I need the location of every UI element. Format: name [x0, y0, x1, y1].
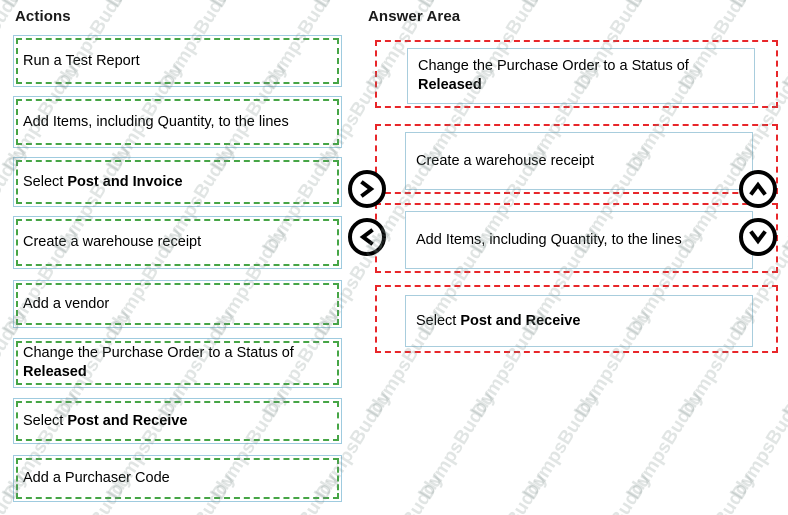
action-tile-select-post-and-invoice[interactable]: Select Post and Invoice	[13, 157, 342, 207]
answer-slot-label: Select Post and Receive	[416, 312, 581, 329]
action-tile-change-po-status-released[interactable]: Change the Purchase Order to a Status of…	[13, 338, 342, 388]
action-tile-label: Select Post and Receive	[23, 412, 188, 429]
answer-slot-1[interactable]: Change the Purchase Order to a Status of…	[375, 40, 778, 108]
action-tile-label: Add Items, including Quantity, to the li…	[23, 113, 289, 130]
action-tile-add-a-purchaser-code[interactable]: Add a Purchaser Code	[13, 455, 342, 502]
move-right-button[interactable]	[348, 170, 386, 208]
action-tile-select-post-and-receive[interactable]: Select Post and Receive	[13, 398, 342, 444]
answer-slot-label: Change the Purchase Order to a Status of…	[418, 58, 689, 93]
answer-area-title: Answer Area	[368, 8, 461, 25]
action-tile-label: Run a Test Report	[23, 52, 140, 69]
chevron-up-icon	[748, 179, 768, 199]
answer-slot-4-box[interactable]: Select Post and Receive	[405, 295, 753, 347]
action-tile-create-warehouse-receipt[interactable]: Create a warehouse receipt	[13, 216, 342, 269]
chevron-left-icon	[357, 227, 377, 247]
answer-slot-1-box[interactable]: Change the Purchase Order to a Status of…	[407, 48, 755, 104]
action-tile-label: Create a warehouse receipt	[23, 234, 202, 251]
answer-slot-label: Create a warehouse receipt	[416, 152, 595, 169]
answer-slot-3-box[interactable]: Add Items, including Quantity, to the li…	[405, 211, 753, 269]
answer-slot-2[interactable]: Create a warehouse receipt	[375, 124, 778, 194]
action-tile-label: Add a vendor	[23, 295, 110, 312]
chevron-down-icon	[748, 227, 768, 247]
move-up-button[interactable]	[739, 170, 777, 208]
answer-slot-3[interactable]: Add Items, including Quantity, to the li…	[375, 203, 778, 273]
answer-slot-label: Add Items, including Quantity, to the li…	[416, 231, 682, 248]
action-tile-label: Change the Purchase Order to a Status of…	[23, 345, 294, 380]
action-tile-label: Select Post and Invoice	[23, 173, 183, 190]
answer-slot-4[interactable]: Select Post and Receive	[375, 285, 778, 353]
move-left-button[interactable]	[348, 218, 386, 256]
answer-slot-2-box[interactable]: Create a warehouse receipt	[405, 132, 753, 190]
move-down-button[interactable]	[739, 218, 777, 256]
action-tile-label: Add a Purchaser Code	[23, 470, 170, 487]
action-tile-add-a-vendor[interactable]: Add a vendor	[13, 280, 342, 328]
actions-column-title: Actions	[15, 8, 71, 25]
chevron-right-icon	[357, 179, 377, 199]
action-tile-run-a-test-report[interactable]: Run a Test Report	[13, 35, 342, 87]
action-tile-add-items-quantity[interactable]: Add Items, including Quantity, to the li…	[13, 96, 342, 148]
